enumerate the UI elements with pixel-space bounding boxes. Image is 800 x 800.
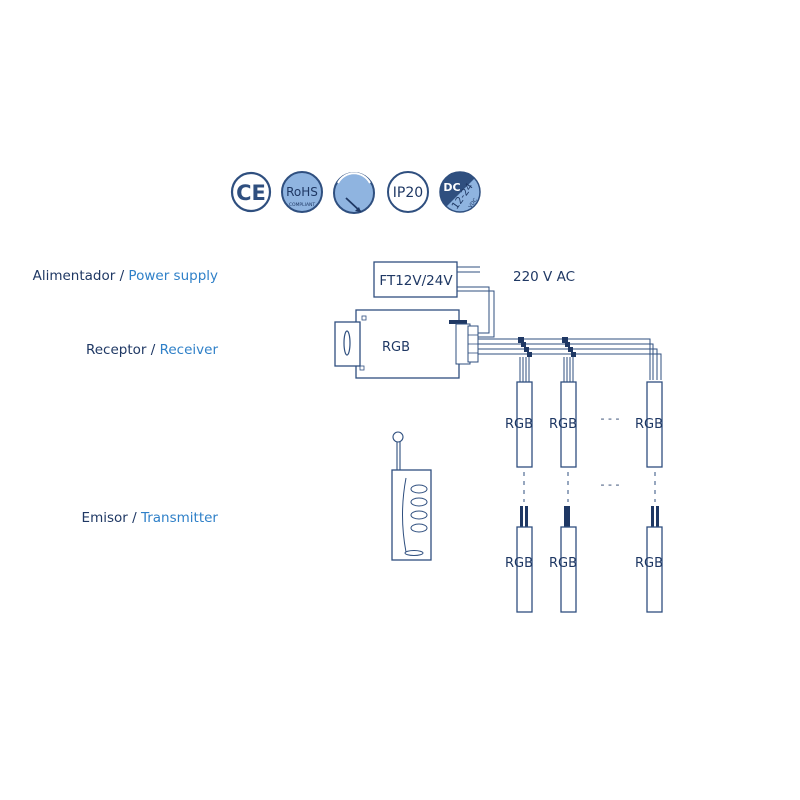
svg-text:RGB: RGB [505,556,533,571]
label-transmitter-en: Transmitter [140,510,218,526]
svg-text:IP20: IP20 [393,185,423,201]
label-separator: / [115,268,129,284]
label-transmitter: Emisor / Transmitter [82,510,218,526]
label-power-supply-es: Alimentador [32,268,116,284]
label-power-supply-en: Power supply [128,268,218,284]
strip-2-lower: RGB [549,506,577,613]
label-separator: / [127,510,141,526]
strip-1-drop-wires [519,357,530,382]
ac-input-label: 220 V AC [513,269,575,285]
dimmer-icon [333,172,375,214]
ac-input-wires [457,266,480,273]
remote-button-1 [410,484,428,494]
svg-text:CE: CE [236,181,266,205]
strip-1-connector [518,337,532,357]
remote-button-4 [410,523,428,533]
remote-button-2 [410,497,428,507]
power-supply: FT12V/24V [373,261,458,298]
svg-text:VDC: VDC [468,197,479,210]
strip-1-upper: RGB [505,381,533,468]
strip-2-upper: RGB [549,381,577,468]
strips-ellipsis-upper: - - - [601,412,620,425]
receiver-unit: RGB [334,309,479,379]
dc-voltage-badge: DC 12-24 VDC [439,171,481,213]
label-transmitter-es: Emisor [81,510,128,526]
svg-text:RGB: RGB [549,417,577,432]
label-receiver-es: Receptor [85,342,147,358]
svg-text:RGB: RGB [505,417,533,432]
strip-1-lower: RGB [505,506,533,613]
strip-2-connector [562,337,576,357]
svg-text:RGB: RGB [635,556,663,571]
remote-transmitter [391,431,432,561]
dc-output-wires [457,286,495,338]
label-separator: / [146,342,160,358]
svg-text:RGB: RGB [549,556,577,571]
svg-text:FT12V/24V: FT12V/24V [379,273,453,289]
strip-n-lower: RGB [635,506,663,613]
remote-button-3 [410,510,428,520]
ip20-badge: IP20 [387,171,429,213]
strip-continuation-dashes [523,472,656,502]
label-receiver-en: Receiver [159,342,218,358]
ce-badge: CE [230,171,272,213]
label-receiver: Receptor / Receiver [86,342,218,358]
svg-text:COMPLIANT: COMPLIANT [289,202,316,208]
svg-text:RGB: RGB [635,417,663,432]
label-power-supply: Alimentador / Power supply [33,268,218,284]
svg-text:DC: DC [443,181,460,194]
remote-indicator [404,550,424,556]
rohs-badge: RoHS COMPLIANT [281,171,323,213]
receiver-label: RGB [382,340,410,355]
svg-text:RoHS: RoHS [286,185,318,199]
strips-ellipsis-middle: - - - [601,478,620,491]
strip-2-drop-wires [563,357,574,382]
strip-n-upper: RGB [635,381,663,468]
rgb-bus-wires [478,338,662,380]
